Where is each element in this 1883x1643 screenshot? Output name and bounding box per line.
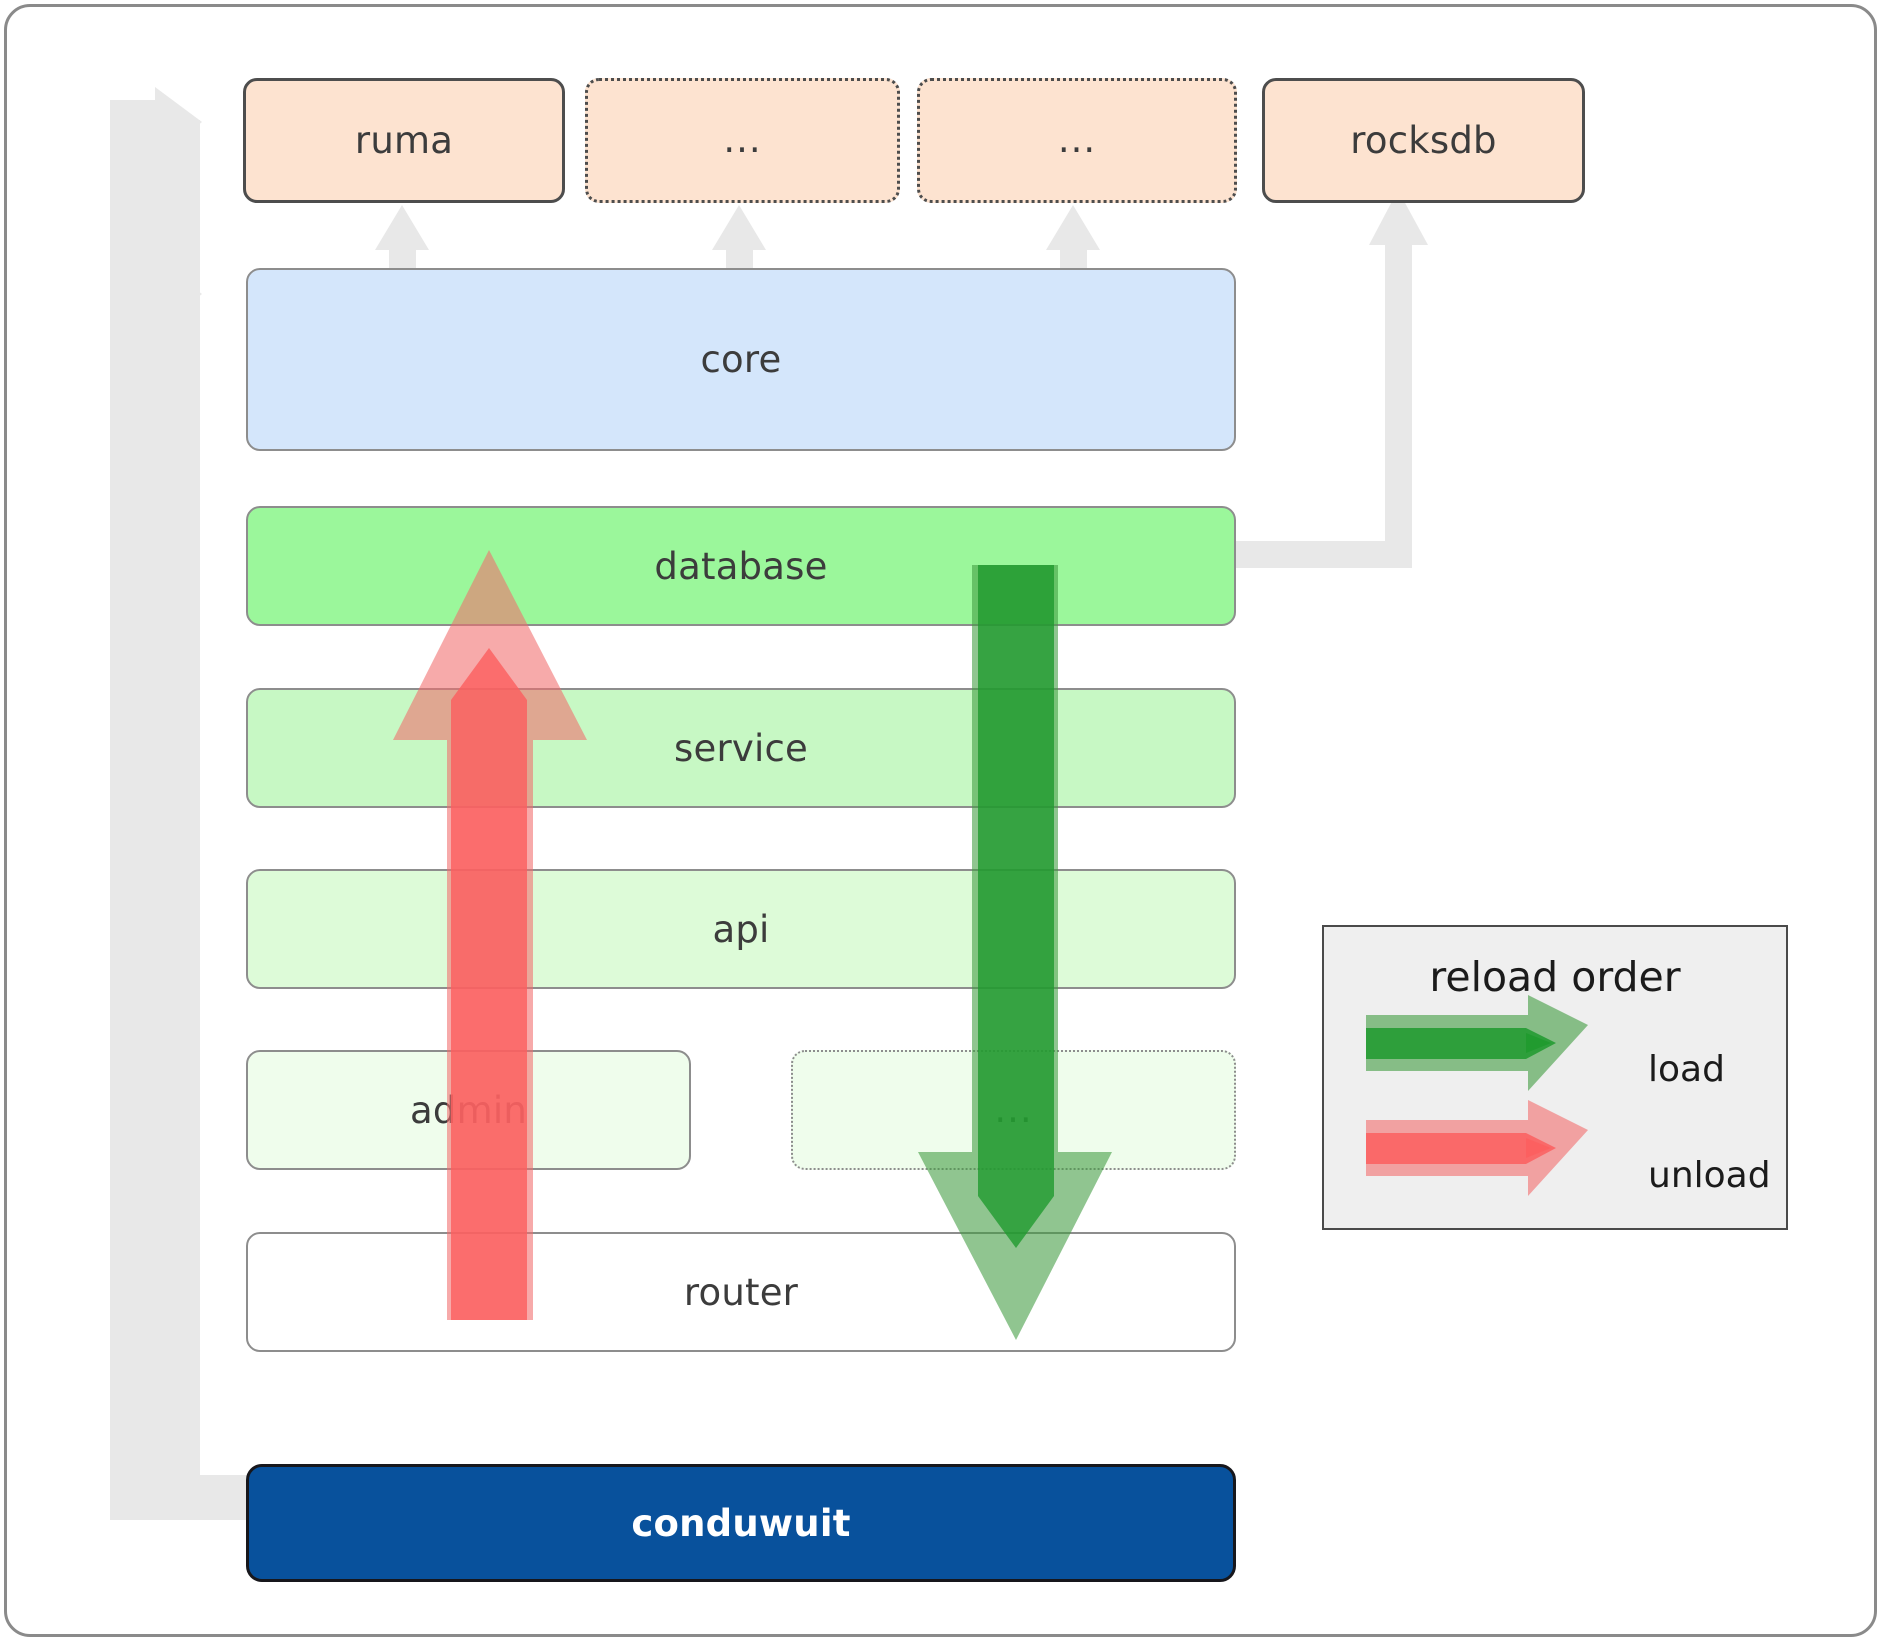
connector-database-to-rocksdb [1236,190,1428,568]
node-conduwuit[interactable]: conduwuit [246,1464,1236,1582]
node-rocksdb[interactable]: rocksdb [1262,78,1585,203]
legend-label-load: load [1648,1049,1725,1090]
node-database-label: database [654,544,828,588]
node-service-label: service [674,726,808,770]
node-conduwuit-label: conduwuit [631,1501,851,1545]
legend-panel: reload order load unload [1322,925,1788,1230]
connector-to-core-arrow [155,259,202,330]
connector-to-ruma-arrow [155,87,202,158]
legend-title: reload order [1429,953,1681,1001]
unload-arrow-inner [451,648,527,1320]
node-external-dots-2[interactable]: ... [917,78,1237,203]
node-api-label: api [712,907,770,951]
node-rocksdb-label: rocksdb [1350,119,1497,162]
legend-arrow-swatches [1366,995,1588,1196]
node-ruma-label: ruma [354,119,454,162]
legend-load-arrow [1366,995,1588,1091]
legend-unload-arrow [1366,1100,1588,1196]
node-core[interactable]: core [246,268,1236,451]
node-api[interactable]: api [246,869,1236,989]
legend-label-unload: unload [1648,1155,1771,1196]
connector-trunk-fill [110,100,160,1520]
node-router[interactable]: router [246,1232,1236,1352]
node-external-dots-1[interactable]: ... [585,78,900,203]
unload-arrow [393,550,587,1320]
load-arrow [918,565,1112,1340]
node-router-label: router [683,1270,799,1314]
load-arrow-inner [978,565,1054,1248]
node-database[interactable]: database [246,506,1236,626]
node-core-label: core [700,338,782,381]
node-ruma[interactable]: ruma [243,78,565,203]
